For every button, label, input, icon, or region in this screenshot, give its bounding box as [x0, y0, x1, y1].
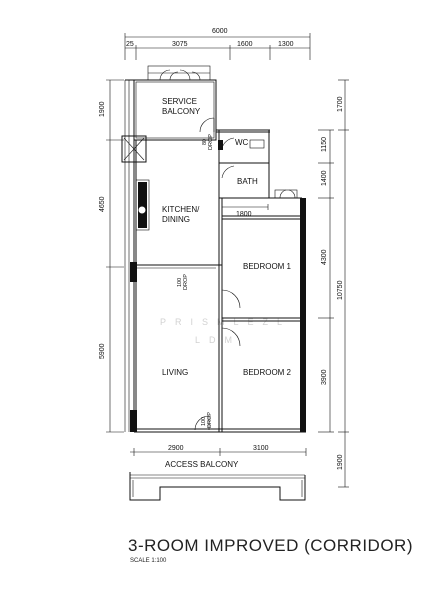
watermark-line2: LDM	[195, 335, 241, 345]
label-wc: WC	[235, 138, 249, 147]
dim-bottom-2900: 2900	[168, 445, 184, 452]
right-inner-dimensions: 1150 1400 4300 3900	[318, 129, 334, 433]
walls	[121, 65, 306, 433]
bottom-dimensions: 2900 3100	[130, 445, 307, 456]
dim-internal-1800: 1800	[236, 211, 252, 218]
dim-right-4300: 4300	[321, 249, 328, 265]
label-service-2: BALCONY	[162, 107, 201, 116]
label-access-balcony: ACCESS BALCONY	[165, 460, 239, 469]
dim-right-1700: 1700	[337, 96, 344, 112]
dim-left-5900: 5900	[99, 343, 106, 359]
dim-bottom-3100: 3100	[253, 445, 269, 452]
dim-internal-1800-group: 1800	[221, 204, 269, 218]
label-bedroom1: BEDROOM 1	[243, 262, 292, 271]
top-dimensions: 6000 25 3075 1600 1300	[124, 28, 311, 60]
drop-2-label: DROP	[183, 274, 189, 290]
watermark: PRISMLEZL LDM	[160, 317, 291, 345]
watermark-line1: PRISMLEZL	[160, 317, 291, 327]
dim-right-10750: 10750	[337, 280, 344, 300]
dim-right-1150: 1150	[321, 137, 328, 152]
drop-3-label: DROP	[207, 412, 213, 428]
label-kitchen-2: DINING	[162, 215, 190, 224]
drop-labels: 80 DROP 100 DROP 100 DROP	[177, 134, 214, 428]
dim-left-4650: 4650	[99, 196, 106, 212]
dim-left-1900: 1900	[99, 101, 106, 117]
plan-scale: SCALE 1:100	[130, 558, 167, 564]
drop-3-value: 100	[201, 417, 207, 426]
label-kitchen-1: KITCHEN/	[162, 205, 200, 214]
plan-title: 3-ROOM IMPROVED (CORRIDOR)	[128, 536, 413, 555]
label-bedroom2: BEDROOM 2	[243, 368, 292, 377]
dim-top-3075: 3075	[172, 41, 188, 48]
label-living: LIVING	[162, 368, 188, 377]
dim-top-25: 25	[126, 41, 134, 48]
room-labels: SERVICE BALCONY WC BATH KITCHEN/ DINING …	[162, 97, 292, 469]
dim-top-1600: 1600	[237, 41, 253, 48]
left-dimensions: 1900 4650 5900	[99, 79, 124, 433]
dim-right-1900: 1900	[337, 454, 344, 470]
dim-top-total: 6000	[212, 28, 228, 35]
access-balcony	[129, 472, 306, 501]
label-bath: BATH	[237, 177, 258, 186]
dim-right-1400: 1400	[321, 170, 328, 186]
drop-1-label: DROP	[208, 134, 214, 150]
dim-right-3900: 3900	[321, 369, 328, 385]
dim-top-1300: 1300	[278, 41, 294, 48]
label-service-1: SERVICE	[162, 97, 197, 106]
right-outer-dimensions: 1700 10750 1900	[337, 79, 349, 488]
drop-2-value: 100	[177, 278, 183, 287]
drop-1-value: 80	[202, 139, 208, 145]
